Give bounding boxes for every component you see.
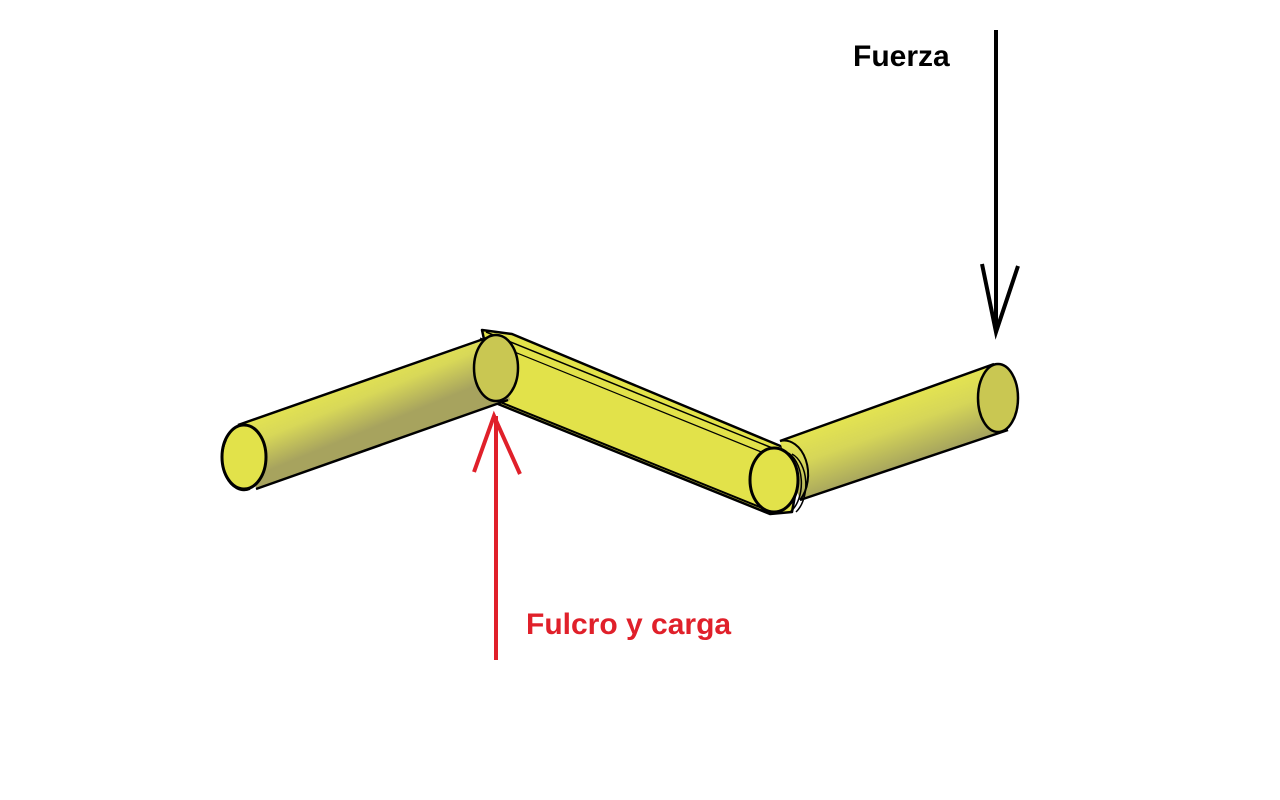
fulcrum-arrow <box>472 410 522 660</box>
force-arrow <box>980 30 1020 340</box>
fulcrum-load-label: Fulcro y carga <box>526 608 731 641</box>
force-label: Fuerza <box>853 40 950 73</box>
crank-web <box>479 328 802 516</box>
right-cylinder <box>748 362 1020 514</box>
left-cylinder <box>220 333 520 492</box>
